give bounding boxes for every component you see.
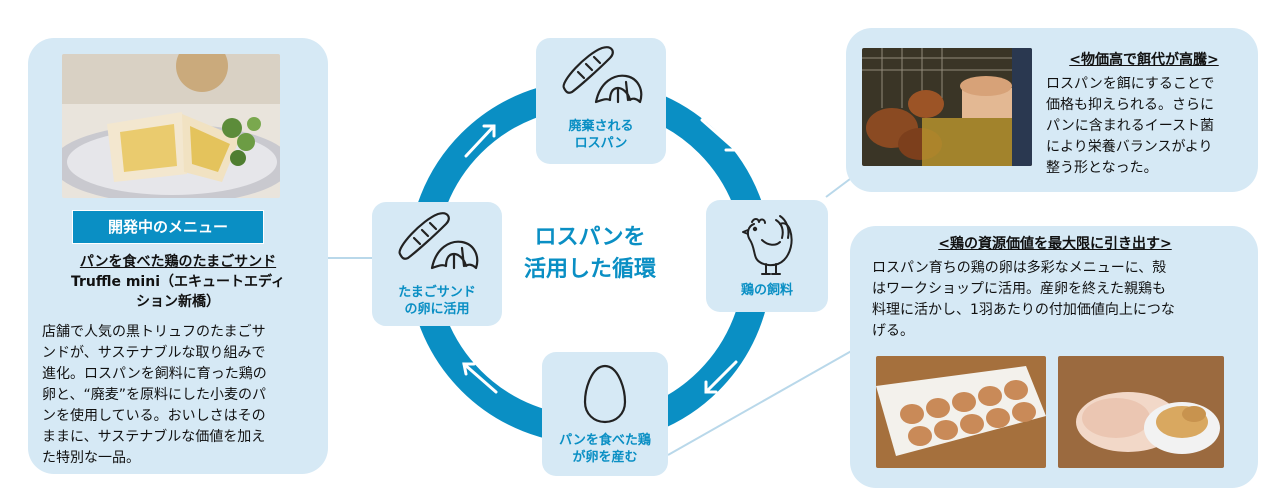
chickens-feeding-photo	[862, 48, 1032, 166]
feed-cost-body: ロスパンを餌にすることで 価格も抑えられる。さらに パンに含まれるイースト菌 に…	[1046, 74, 1250, 179]
description-line: 店舗で人気の黒トリュフのたまごサ	[42, 324, 266, 340]
body-line: により栄養バランスがより	[1046, 139, 1213, 155]
arrow-top-left	[464, 124, 496, 158]
description-line: 進化。ロスパンを飼料に育った鶏の	[42, 366, 267, 382]
description-line: た特別な一品。	[42, 450, 140, 466]
node-label-1: たまごサンド	[398, 285, 476, 300]
arrow-bottom-left	[462, 362, 498, 394]
body-line: 料理に活かし、1羽あたりの付加価値向上につな	[872, 302, 1175, 318]
product-title: パンを食べた鶏のたまごサンド	[79, 254, 277, 270]
bread-icon	[398, 212, 479, 270]
node-label-1: 鶏の飼料	[740, 283, 793, 298]
body-line: パンに含まれるイースト菌	[1046, 118, 1214, 134]
bread-icon	[562, 46, 643, 104]
egg-sandwich-photo	[62, 54, 280, 198]
body-line: ロスパンを餌にすることで	[1046, 76, 1215, 92]
node-chicken-feed: 鶏の飼料	[706, 200, 828, 312]
description-line: ままに、サステナブルな価値を加え	[42, 429, 266, 445]
in-development-badge: 開発中のメニュー	[72, 210, 264, 244]
body-line: はワークショップに活用。産卵を終えた親鶏も	[872, 281, 1166, 297]
description-line: 卵と、“廃麦”を原料にした小麦のパ	[42, 387, 266, 403]
body-line: 価格も抑えられる。さらに	[1046, 97, 1214, 113]
node-label-2: が卵を産む	[572, 450, 638, 465]
node-label-2: の卵に活用	[404, 302, 470, 317]
body-line: げる。	[872, 323, 914, 339]
node-discarded-bread: 廃棄される ロスパン	[536, 38, 666, 164]
chicken-icon	[742, 215, 793, 275]
roast-chicken-photo	[1058, 356, 1224, 468]
center-line-2: 活用した循環	[523, 257, 656, 282]
description-line: ンドが、サステナブルな取り組みで	[42, 345, 266, 361]
node-label-1: パンを食べた鶏	[559, 433, 651, 448]
body-line: ロスパン育ちの鶏の卵は多彩なメニューに、殻	[872, 260, 1167, 276]
description-line: ンを使用している。おいしさはその	[42, 408, 266, 424]
product-description: 店舗で人気の黒トリュフのたまごサ ンドが、サステナブルな取り組みで 進化。ロスパ…	[42, 322, 322, 469]
node-egg-sandwich-use: たまごサンド の卵に活用	[372, 202, 502, 326]
egg-icon	[583, 364, 627, 424]
center-line-1: ロスパンを	[534, 225, 646, 250]
body-line: 整う形となった。	[1046, 160, 1158, 176]
arrow-bottom-right	[704, 360, 738, 394]
cycle-center-title: ロスパンを 活用した循環	[500, 222, 680, 286]
product-subtitle-1: Truffle mini（エキュートエディ	[70, 274, 286, 290]
resource-value-body: ロスパン育ちの鶏の卵は多彩なメニューに、殻 はワークショップに活用。産卵を終えた…	[872, 258, 1244, 342]
product-subtitle-2: ション新橋）	[136, 294, 220, 310]
node-label-1: 廃棄される	[568, 119, 634, 134]
resource-value-title: <鶏の資源価値を最大限に引き出す>	[938, 236, 1172, 252]
node-chicken-lays-egg: パンを食べた鶏 が卵を産む	[542, 352, 668, 476]
arrow-top-right	[700, 118, 738, 152]
node-label-2: ロスパン	[574, 136, 628, 151]
feed-cost-title: <物価高で餌代が高騰>	[1069, 52, 1219, 68]
eggs-carton-photo	[876, 356, 1046, 468]
